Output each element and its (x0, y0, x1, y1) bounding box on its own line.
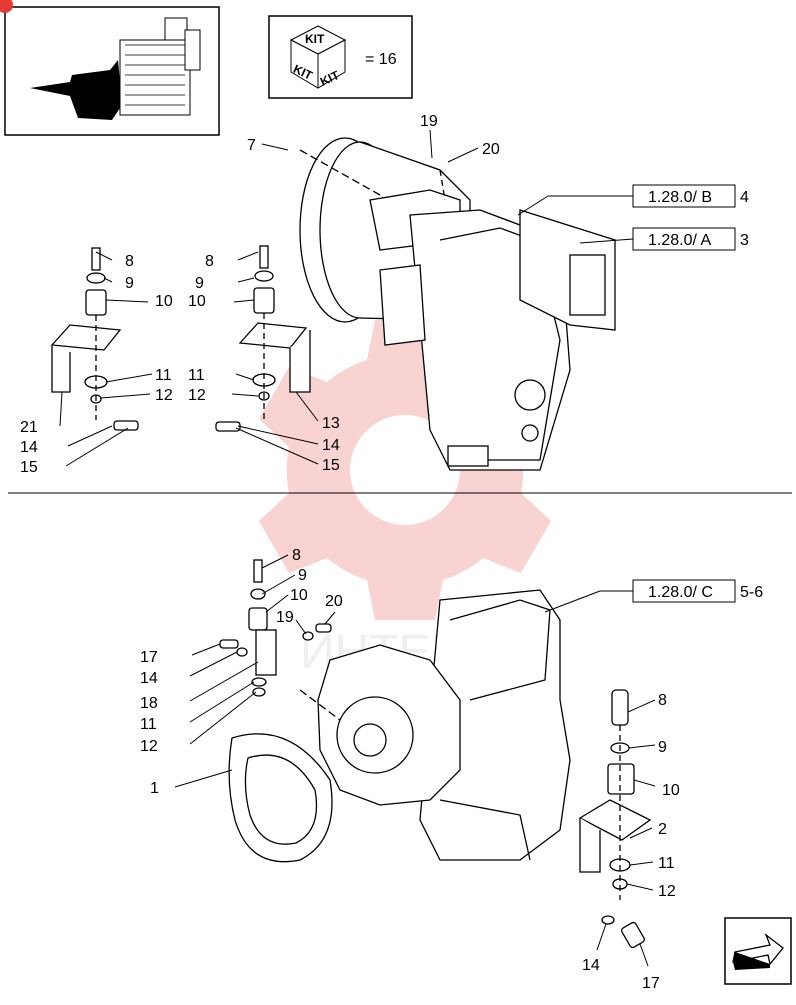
part-label: 20 (482, 141, 500, 158)
bottom-left-mount (219, 559, 333, 863)
part-label: 18 (140, 695, 158, 712)
reference-box-c[interactable]: 1.28.0/ C 5-6 (544, 579, 763, 613)
part-label: 10 (188, 293, 206, 310)
thumbnail-engine (0, 0, 220, 136)
reference-code-c[interactable]: 1.28.0/ C (648, 584, 713, 601)
part-label: 15 (322, 457, 340, 474)
part-label: 20 (325, 593, 343, 610)
next-page-arrow-icon (732, 933, 784, 970)
reference-box-b[interactable]: 1.28.0/ B 4 (517, 184, 749, 216)
reference-box-a[interactable]: 1.28.0/ A 3 (579, 227, 749, 251)
top-right-labels: 8 9 10 11 12 13 14 15 (188, 253, 340, 474)
part-label: 12 (140, 738, 158, 755)
part-label: 15 (20, 459, 38, 476)
part-label: 9 (658, 739, 667, 756)
part-label: 14 (140, 670, 158, 687)
bottom-right-mount (578, 689, 652, 949)
part-label: 10 (290, 587, 308, 604)
kit-quantity: = 16 (365, 51, 397, 68)
part-label: 11 (155, 367, 172, 384)
reference-item-c: 5-6 (740, 584, 763, 601)
part-label: 11 (140, 716, 157, 733)
part-label: 14 (582, 957, 600, 974)
part-label: 13 (322, 415, 340, 432)
part-label: 11 (658, 855, 675, 872)
part-label: 19 (420, 113, 438, 130)
part-label: 12 (188, 387, 206, 404)
top-transmission (299, 137, 616, 471)
leader-lines (59, 129, 656, 967)
bottom-transmission (299, 589, 571, 861)
part-label: 7 (247, 137, 256, 154)
part-label: 12 (658, 883, 676, 900)
part-label: 9 (195, 275, 204, 292)
part-label: 11 (188, 367, 205, 384)
part-label: 8 (205, 253, 214, 270)
top-main-labels: 7 19 20 (247, 113, 500, 158)
kit-top-label: KIT (305, 32, 325, 46)
part-label: 10 (662, 782, 680, 799)
part-label: 17 (140, 649, 158, 666)
top-left-mount (50, 247, 139, 431)
top-left-labels: 8 9 10 11 12 21 14 15 (20, 253, 173, 476)
part-label: 8 (658, 692, 667, 709)
part-label: 2 (658, 821, 667, 838)
part-label: 10 (155, 293, 173, 310)
reference-code-b[interactable]: 1.28.0/ B (648, 189, 712, 206)
reference-code-a[interactable]: 1.28.0/ A (648, 232, 711, 249)
part-label: 17 (642, 975, 660, 992)
part-label: 21 (20, 419, 38, 436)
part-label: 1 (150, 780, 159, 797)
next-page-button[interactable] (724, 917, 792, 985)
reference-item-b: 4 (740, 189, 749, 206)
part-label: 14 (322, 437, 340, 454)
kit-box: KIT KIT KIT = 16 (268, 15, 413, 99)
bottom-left-labels: 8 9 10 19 20 17 14 18 11 12 1 (140, 547, 343, 797)
part-label: 8 (125, 253, 134, 270)
part-label: 9 (125, 275, 134, 292)
part-label: 9 (298, 567, 307, 584)
part-label: 19 (276, 609, 294, 626)
bottom-right-labels: 8 9 10 2 11 12 14 17 (582, 692, 680, 992)
part-label: 8 (292, 547, 301, 564)
part-label: 12 (155, 387, 173, 404)
reference-item-a: 3 (740, 232, 749, 249)
part-label: 14 (20, 439, 38, 456)
top-right-mount (215, 245, 311, 432)
